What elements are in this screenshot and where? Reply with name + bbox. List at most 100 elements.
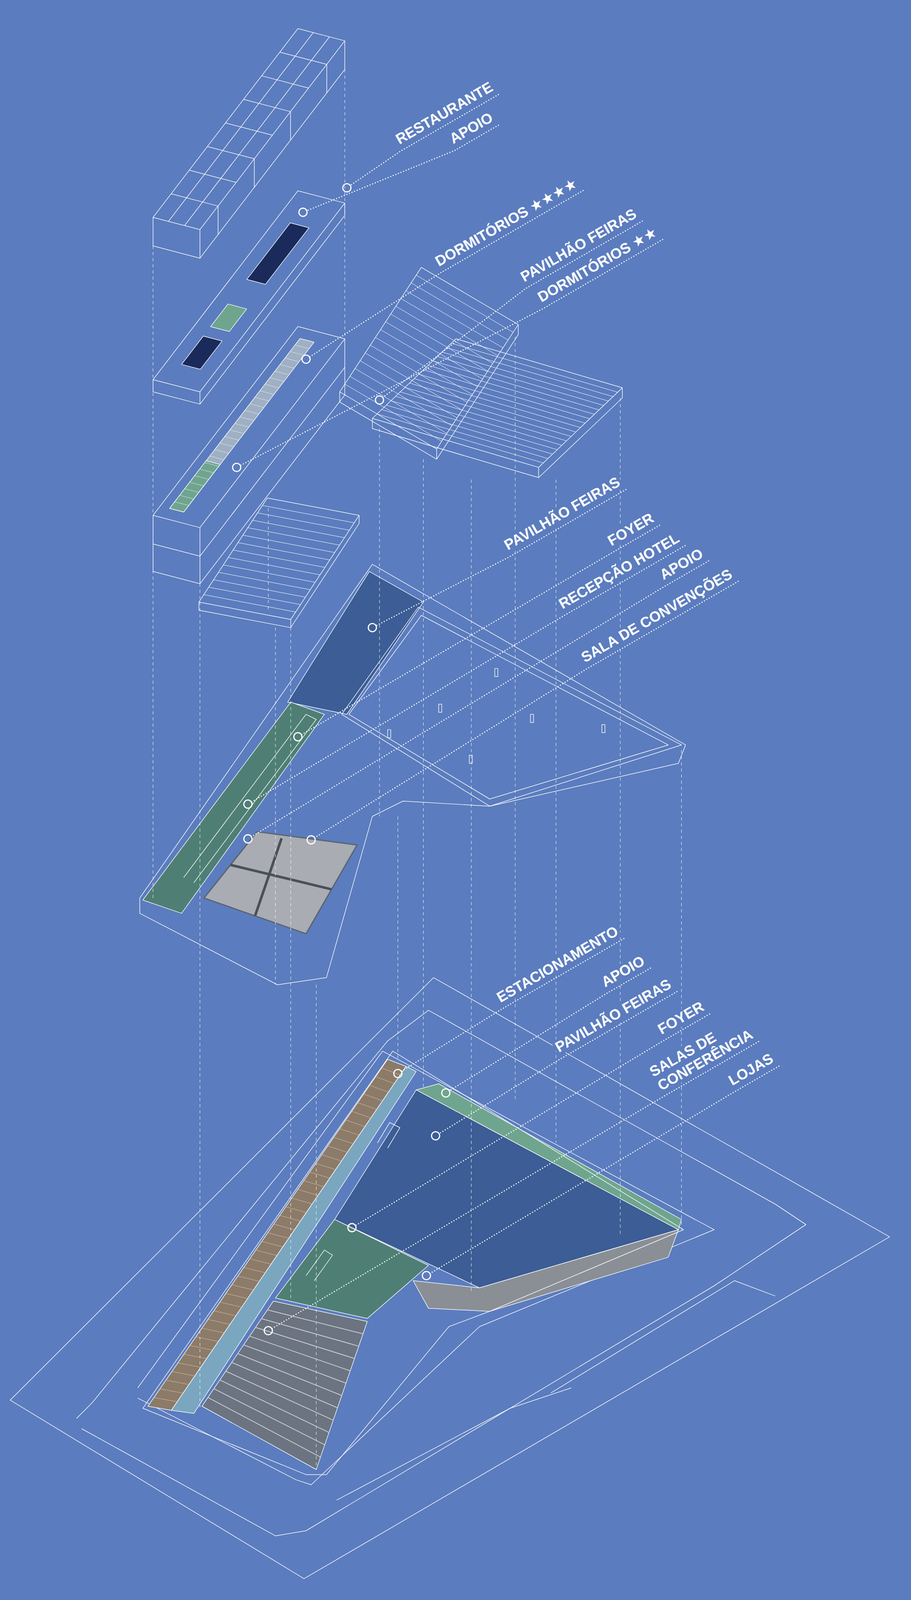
hatch-line [274, 371, 290, 375]
hatch-line [252, 520, 345, 538]
hatch-line [177, 1362, 201, 1367]
hotel-tower-part [217, 206, 219, 235]
leader-line [355, 1013, 710, 1226]
hatch-line [165, 1379, 190, 1384]
hotel-tower [153, 28, 346, 584]
hatch-line [228, 557, 321, 575]
leader-line [429, 1065, 779, 1274]
leader-line [251, 560, 709, 837]
roof-truss-part [538, 467, 539, 478]
hatch-line [295, 344, 310, 349]
hatch-line [154, 1397, 178, 1402]
hatch-line [428, 365, 595, 415]
leader-dot [431, 1131, 440, 1140]
hatch-line [174, 501, 189, 506]
hatch-line [219, 1379, 329, 1433]
leader-dot [243, 799, 253, 808]
first-floor-plan-part [469, 755, 473, 764]
hatch-line [344, 383, 442, 441]
projection-line-part [199, 583, 201, 1408]
area-label: PAVILHÃO FEIRAS [551, 974, 676, 1056]
projection-line-part [397, 816, 399, 1062]
leader-line [376, 489, 627, 626]
hatch-line [357, 1102, 377, 1110]
first-floor-plan-part [139, 564, 686, 985]
hatch-line [264, 383, 280, 388]
first-floor-plan-part [183, 714, 317, 883]
leader-dot [293, 732, 302, 741]
hatch-line [385, 321, 483, 379]
roof-truss-part [372, 387, 623, 478]
leader-dot [375, 395, 384, 404]
hatch-line [259, 390, 275, 395]
hatch-line [219, 1301, 242, 1307]
hatch-line [203, 594, 296, 612]
hatch-line [219, 442, 234, 447]
hatch-line [196, 1336, 219, 1341]
roof-truss-part [290, 619, 291, 628]
hatch-line [432, 360, 600, 410]
hatch-line [395, 305, 493, 363]
hatch-line [160, 1388, 184, 1393]
hatch-line [370, 345, 468, 403]
hatch-line [321, 1154, 342, 1161]
leader-dot [342, 183, 352, 192]
roof-truss-part [198, 515, 359, 628]
ground-floor-plan-part [416, 1083, 682, 1230]
hatch-line [390, 400, 558, 450]
hatch-line [437, 356, 604, 406]
hatch-line [247, 527, 340, 545]
hatch-line [231, 1284, 254, 1290]
hotel-tower-part [246, 222, 309, 285]
hatch-line [404, 387, 572, 436]
hatch-line [243, 534, 335, 553]
hatch-line [269, 377, 285, 382]
hatch-line [386, 404, 553, 454]
ground-floor-plan-part [275, 1219, 429, 1319]
leader-line [350, 94, 499, 186]
hatch-line [231, 1361, 338, 1408]
projection-line-part [620, 398, 621, 1235]
leader-dot [347, 1223, 357, 1232]
hatch-line [414, 378, 581, 428]
ground-floor-plan-part [201, 1300, 368, 1470]
hotel-tower-part [199, 391, 201, 404]
hatch-line [171, 1371, 195, 1376]
hatch-line [199, 469, 214, 473]
ground-floor-plan-part [413, 1229, 679, 1311]
hotel-tower-part [243, 99, 291, 112]
hatch-line [360, 360, 458, 418]
hatch-line [267, 1309, 364, 1334]
hatch-line [229, 429, 244, 434]
hotel-tower-part [153, 40, 346, 259]
first-floor-plan-part [494, 667, 498, 677]
hatch-line [213, 1388, 325, 1445]
hotel-tower-part [153, 28, 346, 230]
hotel-tower-part [168, 32, 314, 222]
hotel-tower-part [199, 229, 201, 259]
leader-dot [263, 1326, 273, 1335]
hatch-line [297, 1189, 318, 1196]
first-floor-plan-part [387, 729, 391, 738]
projection-line-part [268, 507, 269, 612]
hatch-line [213, 1310, 236, 1316]
hatch-line [375, 1076, 395, 1083]
first-floor-plan-part [530, 714, 534, 723]
hotel-tower-part [225, 123, 273, 136]
hatch-line [381, 409, 549, 459]
hotel-tower-part [290, 111, 291, 141]
projection-line [153, 69, 682, 1470]
site-outline [10, 977, 890, 1579]
hatch-line [351, 1111, 371, 1119]
hotel-tower-part [153, 338, 346, 584]
hatch-line [189, 1345, 213, 1350]
leader-dot [306, 835, 316, 844]
hatch-line [442, 351, 609, 401]
leader-line [439, 991, 678, 1134]
hotel-tower-part [184, 36, 330, 226]
first-floor-plan [139, 564, 686, 985]
hatching [154, 274, 618, 1457]
hatch-line [214, 449, 229, 454]
hotel-tower-part [153, 326, 346, 528]
hatch-line [289, 351, 305, 356]
